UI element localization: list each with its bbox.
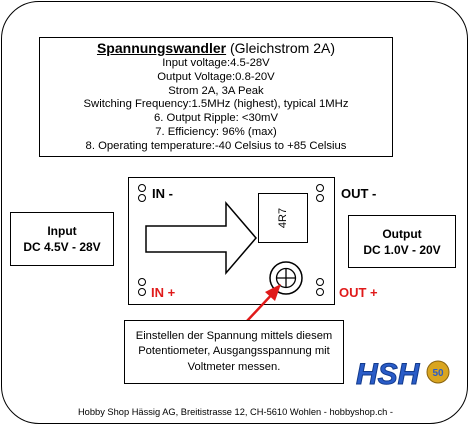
spec-line: Switching Frequency:1.5MHz (highest), ty… xyxy=(83,98,349,111)
input-box: Input DC 4.5V - 28V xyxy=(10,212,114,266)
spec-line: Input voltage:4.5-28V xyxy=(162,57,270,69)
diagram-frame xyxy=(1,1,468,424)
label-in-minus: IN - xyxy=(152,186,173,201)
hsh-logo-text: HSH xyxy=(356,358,421,391)
anniversary-badge xyxy=(426,360,450,384)
output-title: Output xyxy=(382,226,422,241)
spec-line: Output Voltage:0.8-20V xyxy=(157,70,275,83)
output-box: Output DC 1.0V - 20V xyxy=(348,215,456,268)
spec-title-bold: Spannungswandler xyxy=(96,40,227,56)
inductor-chip: 4R7 xyxy=(258,193,308,243)
output-range: DC 1.0V - 20V xyxy=(363,242,441,257)
note-line: Potentiometer, Ausgangsspannung mit xyxy=(138,345,330,358)
note-line: Einstellen der Spannung mittels diesem xyxy=(135,329,333,342)
pointer-arrow-head xyxy=(265,284,281,301)
spec-line: Strom 2A, 3A Peak xyxy=(168,84,264,97)
label-in-plus: IN + xyxy=(151,285,176,300)
spec-title: Spannungswandler (Gleichstrom 2A) xyxy=(40,40,392,57)
spec-title-rest: (Gleichstrom 2A) xyxy=(226,40,336,56)
footer-address: Hobby Shop Hässig AG, Breitistrasse 12, … xyxy=(77,407,394,417)
spec-line: 7. Efficiency: 96% (max) xyxy=(155,125,277,138)
note-box: Einstellen der Spannung mittels diesem P… xyxy=(124,320,344,384)
solder-pad xyxy=(138,288,146,296)
label-out-plus: OUT + xyxy=(339,285,378,300)
anniversary-badge-text: 50 xyxy=(432,368,444,379)
solder-pad xyxy=(138,184,146,192)
flow-arrow xyxy=(145,200,257,276)
solder-pad xyxy=(316,184,324,192)
solder-pad xyxy=(316,194,324,202)
note-line: Voltmeter messen. xyxy=(187,360,281,373)
input-title: Input xyxy=(47,224,77,238)
solder-pad xyxy=(138,278,146,286)
input-range: DC 4.5V - 28V xyxy=(23,240,101,254)
solder-pad xyxy=(316,278,324,286)
solder-pad xyxy=(316,288,324,296)
solder-pad xyxy=(138,194,146,202)
converter-board xyxy=(128,177,335,305)
spec-line: 8. Operating temperature:-40 Celsius to … xyxy=(85,139,347,152)
label-out-minus: OUT - xyxy=(341,186,377,201)
spec-box: Spannungswandler (Gleichstrom 2A) Input … xyxy=(39,37,393,157)
spec-line: 6. Output Ripple: <30mV xyxy=(153,112,279,125)
